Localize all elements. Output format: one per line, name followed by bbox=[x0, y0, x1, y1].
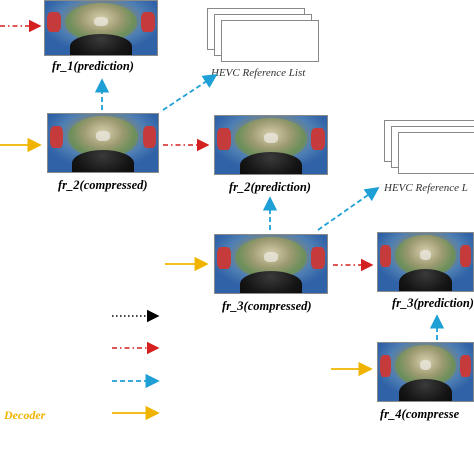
frame-fr4-compressed bbox=[377, 342, 474, 402]
arrow-blue-fr2-to-hevc1 bbox=[162, 74, 218, 111]
frame-fr2-compressed bbox=[47, 113, 159, 173]
frame-fr1-prediction bbox=[44, 0, 158, 56]
caption-fr2-compressed: fr_2(compressed) bbox=[58, 178, 148, 192]
hevc-reference-list-1-label: HEVC Reference List bbox=[211, 67, 306, 79]
caption-fr2-prediction: fr_2(prediction) bbox=[229, 180, 311, 194]
arrow-blue-fr3-to-hevc2 bbox=[317, 186, 380, 231]
caption-fr3-compressed: fr_3(compressed) bbox=[222, 299, 312, 313]
caption-fr3-prediction: fr_3(prediction) bbox=[392, 296, 474, 310]
caption-fr4-compressed: fr_4(compresse bbox=[380, 407, 460, 421]
frame-fr3-compressed bbox=[214, 234, 328, 294]
hevc-reference-list-2-label: HEVC Reference L bbox=[384, 182, 468, 194]
frame-fr3-prediction bbox=[377, 232, 474, 292]
frame-fr2-prediction bbox=[214, 115, 328, 175]
caption-fr1-prediction: fr_1(prediction) bbox=[52, 59, 134, 73]
legend-decoder-label: Decoder bbox=[4, 408, 46, 422]
